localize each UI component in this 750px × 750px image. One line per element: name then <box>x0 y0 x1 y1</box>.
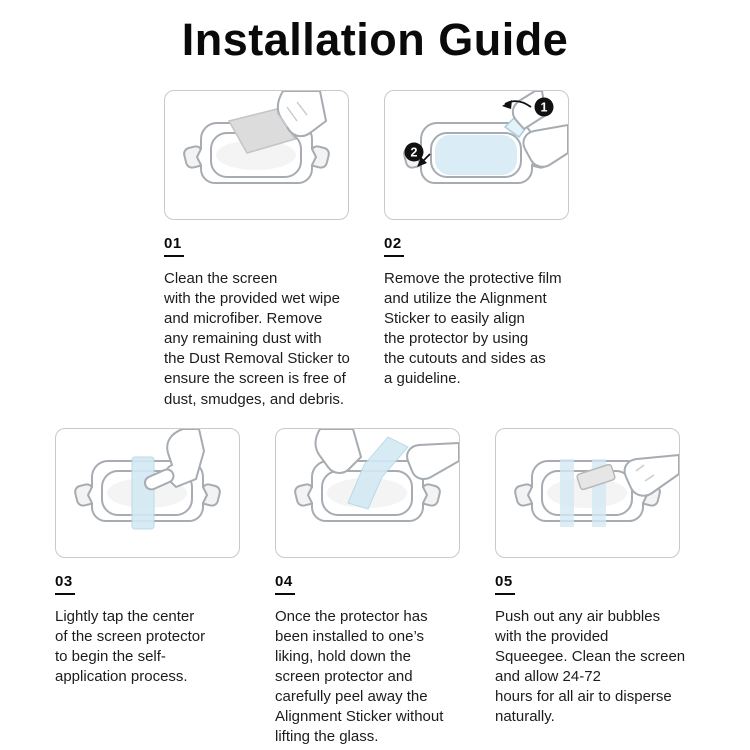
alignment-sticker-strip <box>131 456 155 530</box>
badge-1: 1 <box>534 97 554 117</box>
arrowhead-icon <box>502 100 512 109</box>
step4-peeling-illustration <box>294 428 459 522</box>
step-text: Lightly tap the center of the screen pro… <box>55 607 206 685</box>
svg-text:1: 1 <box>541 101 548 115</box>
arrowhead-icon <box>417 157 427 167</box>
wet-wipe <box>227 108 297 154</box>
step2-illustration-box: 1 2 <box>384 90 569 220</box>
step-number: 01 <box>164 235 184 257</box>
step-text: Remove the protective film and utilize t… <box>384 270 562 388</box>
step1-illustration-box <box>164 90 349 220</box>
step-number: 04 <box>275 573 295 595</box>
peeling-hand-icon <box>406 441 459 480</box>
step-2: 1 2 02 Remove the protective film and ut… <box>384 90 586 410</box>
step1-cleaning-illustration <box>183 91 330 184</box>
svg-text:2: 2 <box>411 146 418 160</box>
step-number: 05 <box>495 573 515 595</box>
step4-illustration-box <box>275 427 460 558</box>
step-1: 01 Clean the screen with the provided we… <box>164 90 366 410</box>
step-number: 02 <box>384 235 404 257</box>
alignment-film <box>435 135 517 175</box>
step-5: 05 Push out any air bubbles with the pro… <box>495 427 695 748</box>
steps-row-top: 01 Clean the screen with the provided we… <box>0 90 750 410</box>
tapping-hand-icon <box>143 428 206 491</box>
step-number: 03 <box>55 573 75 595</box>
holding-hand-icon <box>522 123 568 168</box>
step2-alignment-illustration: 1 2 <box>403 91 568 184</box>
step-3: 03 Lightly tap the center of the screen … <box>55 427 255 748</box>
peeled-alignment-sticker <box>347 436 409 510</box>
step-4: 04 Once the protector has been installed… <box>275 427 475 748</box>
steps-row-bottom: 03 Lightly tap the center of the screen … <box>0 427 750 748</box>
step3-illustration-box <box>55 427 240 558</box>
step3-tapping-illustration <box>74 428 221 530</box>
wiping-hand-icon <box>623 453 679 497</box>
finger-lines <box>635 464 655 482</box>
step5-squeegee-illustration <box>514 453 679 527</box>
step-text: Push out any air bubbles with the provid… <box>495 607 686 726</box>
step-text: Once the protector has been installed to… <box>275 607 444 746</box>
badge-2: 2 <box>404 142 424 162</box>
holding-down-hand-icon <box>314 428 363 474</box>
step-text: Clean the screen with the provided wet w… <box>164 270 350 408</box>
squeegee <box>576 463 616 490</box>
page-title: Installation Guide <box>181 14 569 65</box>
wiping-hand-icon <box>276 91 328 138</box>
step5-illustration-box <box>495 427 680 558</box>
sticker-strip <box>560 458 574 527</box>
